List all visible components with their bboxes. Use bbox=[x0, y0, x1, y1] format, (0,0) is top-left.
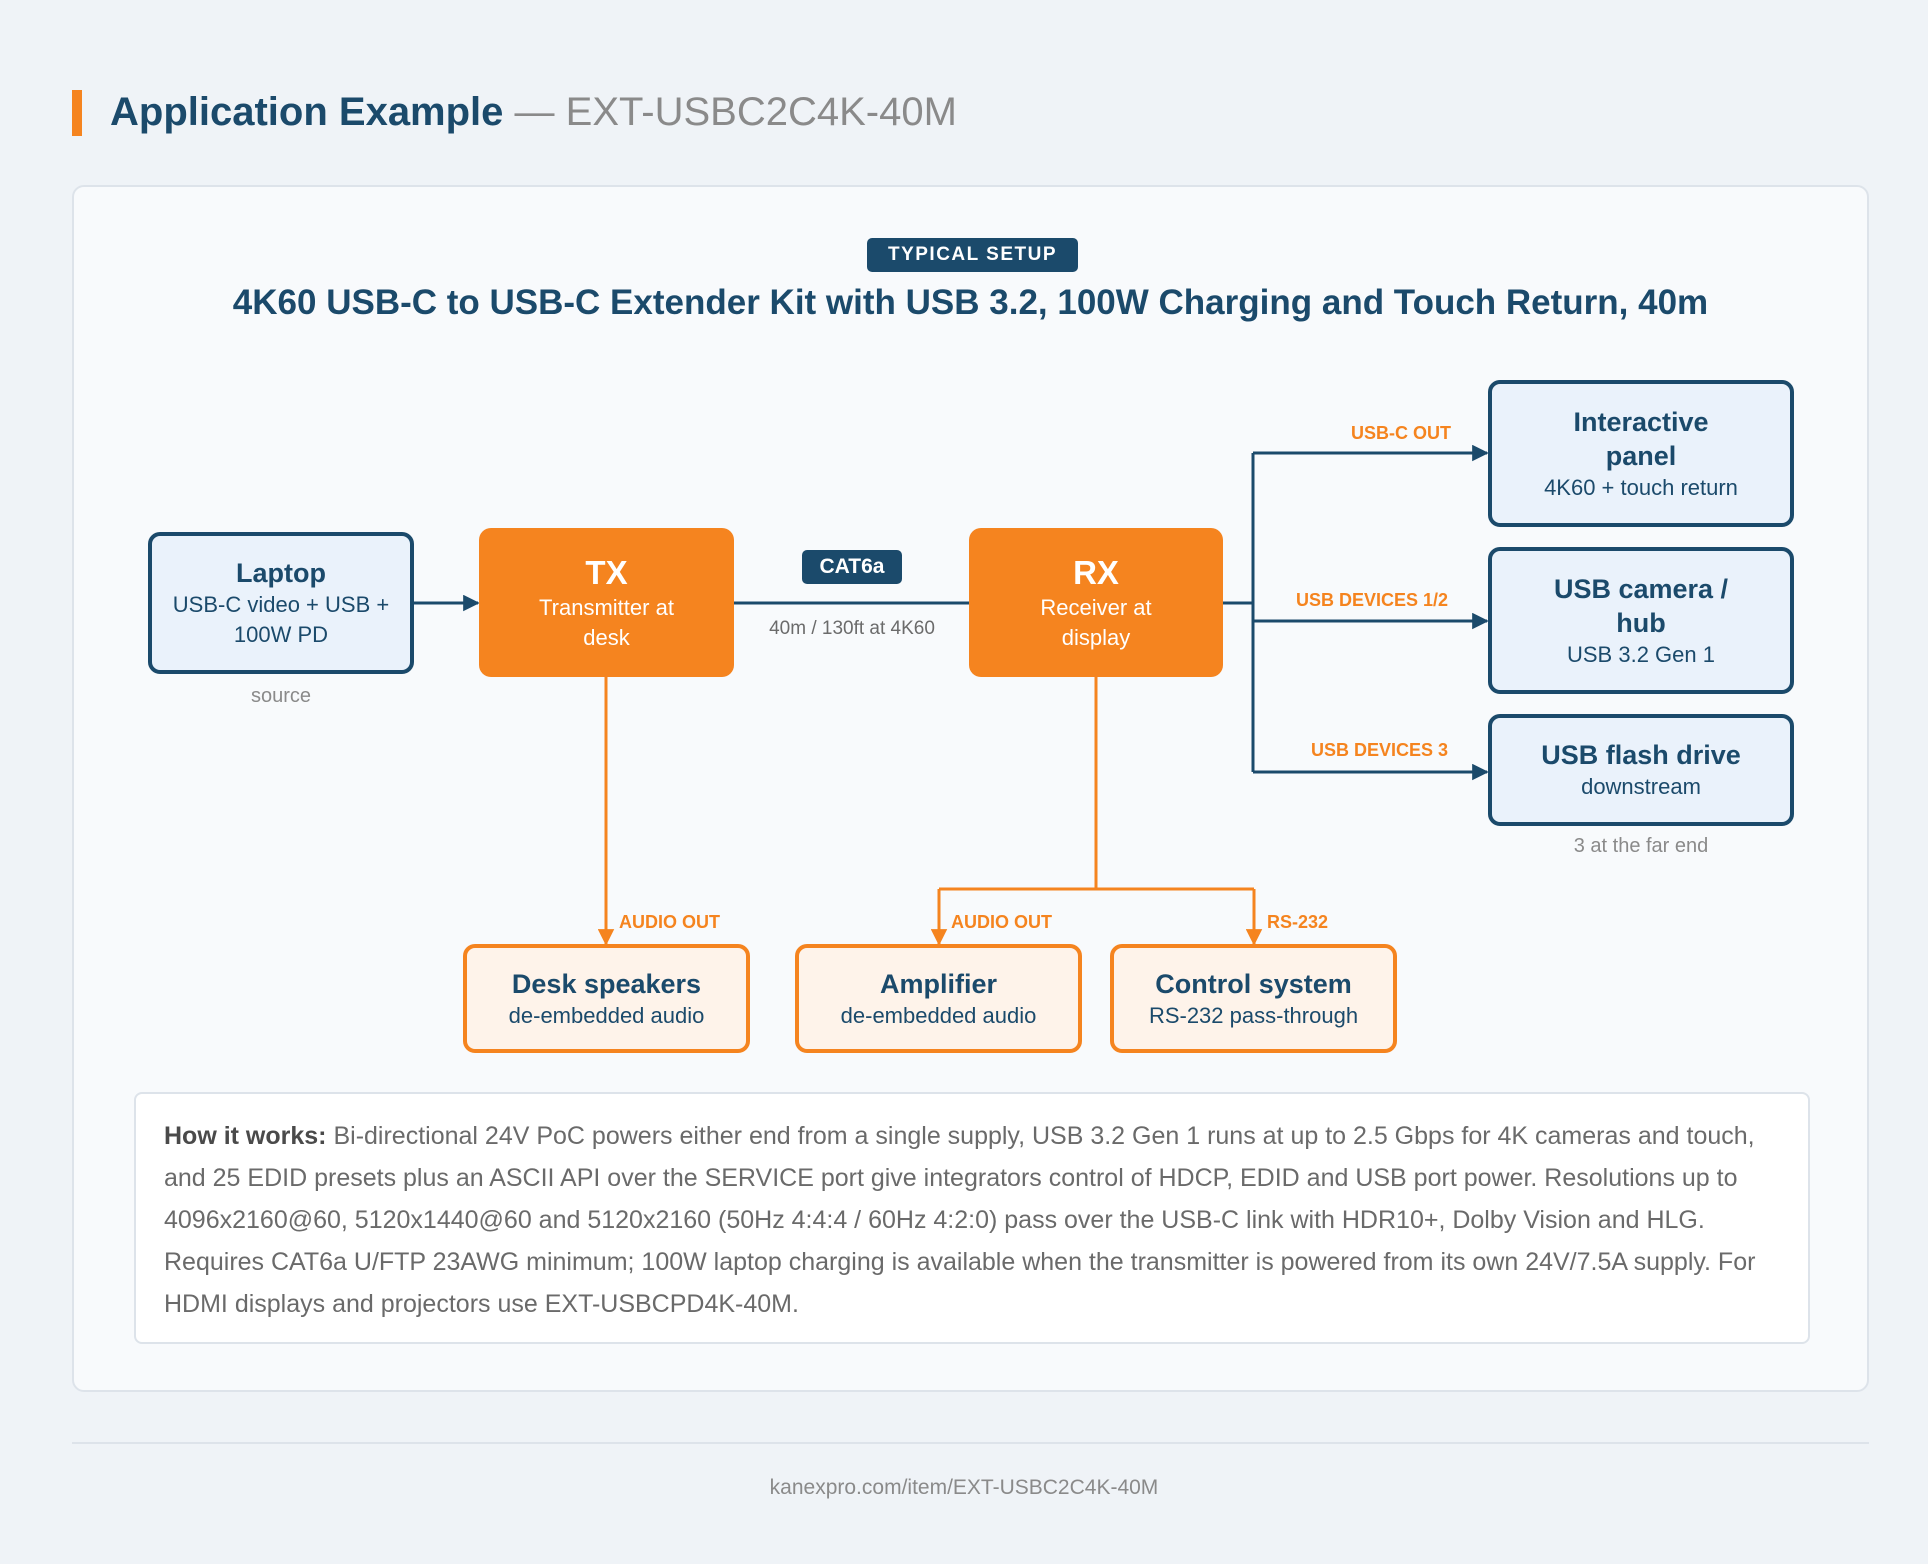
page-subtitle: — EXT-USBC2C4K-40M bbox=[514, 90, 957, 134]
rx-node: RX Receiver at display bbox=[969, 528, 1223, 677]
tx-name: TX bbox=[585, 553, 628, 591]
port-label-rs232: RS-232 bbox=[1267, 912, 1329, 932]
how-it-works-lead: How it works: bbox=[164, 1122, 327, 1150]
amplifier-name: Amplifier bbox=[879, 968, 998, 999]
far-end-caption: 3 at the far end bbox=[1573, 835, 1709, 857]
footer-divider bbox=[72, 1442, 1869, 1444]
laptop-name: Laptop bbox=[236, 558, 326, 588]
typical-setup-badge: TYPICAL SETUP bbox=[867, 238, 1078, 272]
desk-speakers-desc: de-embedded audio bbox=[508, 1002, 705, 1028]
usb-flash-name: USB flash drive bbox=[1541, 740, 1741, 770]
laptop-node: Laptop USB-C video + USB + 100W PD bbox=[148, 532, 414, 674]
diagram-title: 4K60 USB-C to USB-C Extender Kit with US… bbox=[232, 283, 1709, 322]
port-label-usb-devices-3: USB DEVICES 3 bbox=[1311, 740, 1449, 760]
usb-camera-name: USB camera / hub bbox=[1553, 573, 1729, 638]
cable-length-note: 40m / 130ft at 4K60 bbox=[769, 618, 935, 639]
usb-flash-desc: downstream bbox=[1581, 774, 1701, 799]
laptop-caption: source bbox=[250, 685, 312, 707]
wire-rx-down bbox=[939, 677, 1254, 891]
interactive-panel-name: Interactive panel bbox=[1573, 406, 1709, 471]
laptop-desc: USB-C video + USB + 100W PD bbox=[172, 592, 390, 647]
tx-desc: Transmitter at desk bbox=[539, 594, 674, 650]
amplifier-desc: de-embedded audio bbox=[840, 1002, 1037, 1028]
port-label-usb-devices-12: USB DEVICES 1/2 bbox=[1296, 590, 1449, 610]
control-system-name: Control system bbox=[1155, 968, 1352, 999]
how-it-works-text: Bi-directional 24V PoC powers either end… bbox=[164, 1122, 1756, 1318]
amplifier-node: Amplifier de-embedded audio bbox=[795, 944, 1082, 1053]
usb-camera-desc: USB 3.2 Gen 1 bbox=[1567, 641, 1715, 667]
rx-desc: Receiver at display bbox=[1040, 594, 1152, 650]
tx-node: TX Transmitter at desk bbox=[479, 528, 734, 677]
port-label-tx-audio-out: AUDIO OUT bbox=[619, 912, 720, 932]
usb-camera-node: USB camera / hub USB 3.2 Gen 1 bbox=[1488, 547, 1794, 694]
rx-name: RX bbox=[1073, 553, 1119, 591]
cat6a-badge: CAT6a bbox=[802, 550, 902, 584]
page-title: Application Example bbox=[110, 90, 504, 134]
port-label-rx-audio-out: AUDIO OUT bbox=[951, 912, 1052, 932]
usb-flash-node: USB flash drive downstream bbox=[1488, 714, 1794, 826]
desk-speakers-name: Desk speakers bbox=[511, 968, 702, 999]
interactive-panel-desc: 4K60 + touch return bbox=[1544, 474, 1738, 500]
header-accent-bar bbox=[72, 90, 82, 136]
how-it-works-box: How it works: Bi-directional 24V PoC pow… bbox=[134, 1092, 1810, 1344]
wire-rx-branch bbox=[1223, 453, 1255, 772]
control-system-desc: RS-232 pass-through bbox=[1148, 1002, 1359, 1028]
footer-url: kanexpro.com/item/EXT-USBC2C4K-40M bbox=[769, 1476, 1159, 1499]
control-system-node: Control system RS-232 pass-through bbox=[1110, 944, 1397, 1053]
desk-speakers-node: Desk speakers de-embedded audio bbox=[463, 944, 750, 1053]
interactive-panel-node: Interactive panel 4K60 + touch return bbox=[1488, 380, 1794, 527]
port-label-usbc-out: USB-C OUT bbox=[1351, 423, 1451, 443]
